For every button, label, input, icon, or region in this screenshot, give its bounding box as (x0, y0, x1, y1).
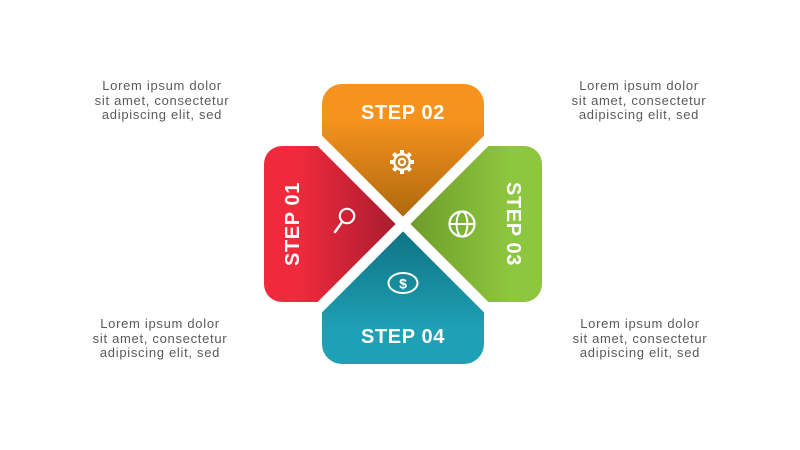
note-top-right: Lorem ipsum dolor sit amet, consectetur … (534, 78, 744, 123)
note-line: sit amet, consectetur (92, 330, 228, 346)
note-line: Lorem ipsum dolor (579, 78, 699, 93)
note-line: sit amet, consectetur (571, 92, 707, 108)
note-bottom-right: Lorem ipsum dolor sit amet, consectetur … (535, 316, 745, 361)
gear-icon (390, 150, 414, 174)
step-04-label: STEP 04 (361, 326, 445, 348)
dollar-icon: $ (387, 272, 419, 294)
step-03-label: STEP 03 (502, 182, 524, 266)
note-line: adipiscing elit, sed (101, 107, 223, 123)
note-line: sit amet, consectetur (94, 92, 230, 108)
step-01-shape (264, 146, 403, 302)
note-line: adipiscing elit, sed (99, 345, 221, 361)
note-bottom-left: Lorem ipsum dolor sit amet, consectetur … (55, 316, 265, 361)
note-line: Lorem ipsum dolor (580, 316, 700, 331)
step-01-label: STEP 01 (282, 182, 304, 266)
note-top-left: Lorem ipsum dolor sit amet, consectetur … (57, 78, 267, 123)
note-line: Lorem ipsum dolor (100, 316, 220, 331)
globe-icon (448, 210, 476, 238)
note-line: Lorem ipsum dolor (102, 78, 222, 93)
divider-strip-nwse (243, 64, 563, 384)
step-02-label: STEP 02 (361, 102, 445, 124)
note-line: adipiscing elit, sed (579, 345, 701, 361)
note-line: sit amet, consectetur (572, 330, 708, 346)
magnifier-icon (333, 207, 356, 234)
dollar-glyph: $ (399, 275, 407, 291)
note-line: adipiscing elit, sed (578, 107, 700, 123)
